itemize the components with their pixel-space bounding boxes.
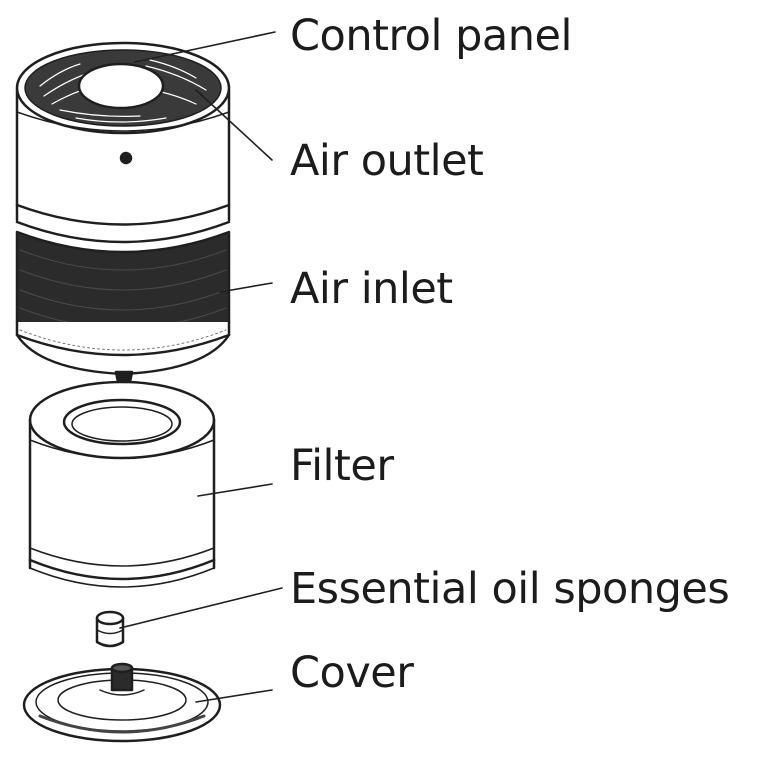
leader-lines: [119, 31, 283, 703]
label-filter: Filter: [290, 441, 394, 491]
leader-air-inlet: [219, 282, 273, 293]
ring-band-top: [15, 203, 231, 226]
leader-filter: [197, 483, 273, 497]
filter-bottom: [28, 558, 216, 581]
filter-core-inner: [71, 406, 173, 442]
label-air-outlet: Air outlet: [290, 136, 484, 186]
control-panel-disc: [77, 62, 165, 110]
indicator-dot: [119, 151, 133, 165]
leader-control-panel: [134, 31, 276, 63]
purifier-body: [15, 41, 231, 388]
base-vents: [19, 329, 227, 351]
lower-base: [15, 320, 231, 357]
upper-seam: [16, 111, 230, 132]
label-cover: Cover: [290, 648, 414, 698]
filter-top-rim: [28, 380, 216, 460]
filter-lower-band: [29, 547, 215, 567]
sponge-drawing: [95, 610, 125, 648]
label-air-inlet: Air inlet: [290, 264, 453, 314]
leader-sponge: [119, 587, 283, 629]
cover-drawing: [22, 662, 222, 743]
filter-upper-band: [29, 439, 215, 459]
label-essential-oil-sponges: Essential oil sponges: [290, 564, 730, 614]
ring-band-bottom: [15, 220, 231, 244]
filter-bottom-rim: [29, 567, 215, 588]
leader-cover: [195, 689, 273, 703]
leader-air-outlet: [195, 89, 273, 161]
filter-core-outer: [62, 398, 182, 446]
filter-drawing: [28, 380, 216, 588]
label-control-panel: Control panel: [290, 11, 572, 61]
